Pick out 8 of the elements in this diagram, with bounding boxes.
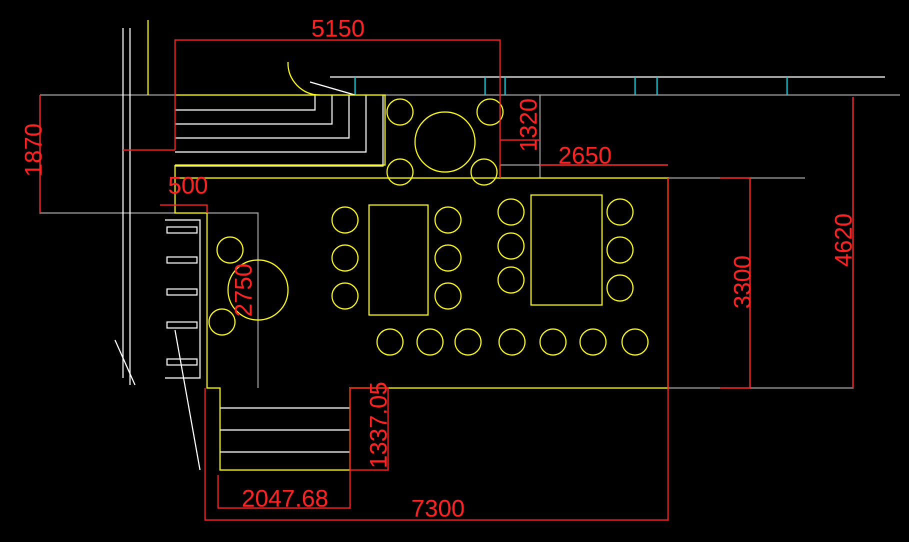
dimension-label: 1337.05 xyxy=(365,382,392,468)
dimension-label: 2650 xyxy=(558,142,612,170)
dimension-label: 5150 xyxy=(311,15,365,42)
dimension-label: 1320 xyxy=(515,98,542,152)
dimension-label: 4620 xyxy=(830,213,858,267)
dimension-label: 7300 xyxy=(411,495,465,522)
dimension-label: 2047.68 xyxy=(242,485,328,512)
dimension-label: 2750 xyxy=(230,263,258,317)
